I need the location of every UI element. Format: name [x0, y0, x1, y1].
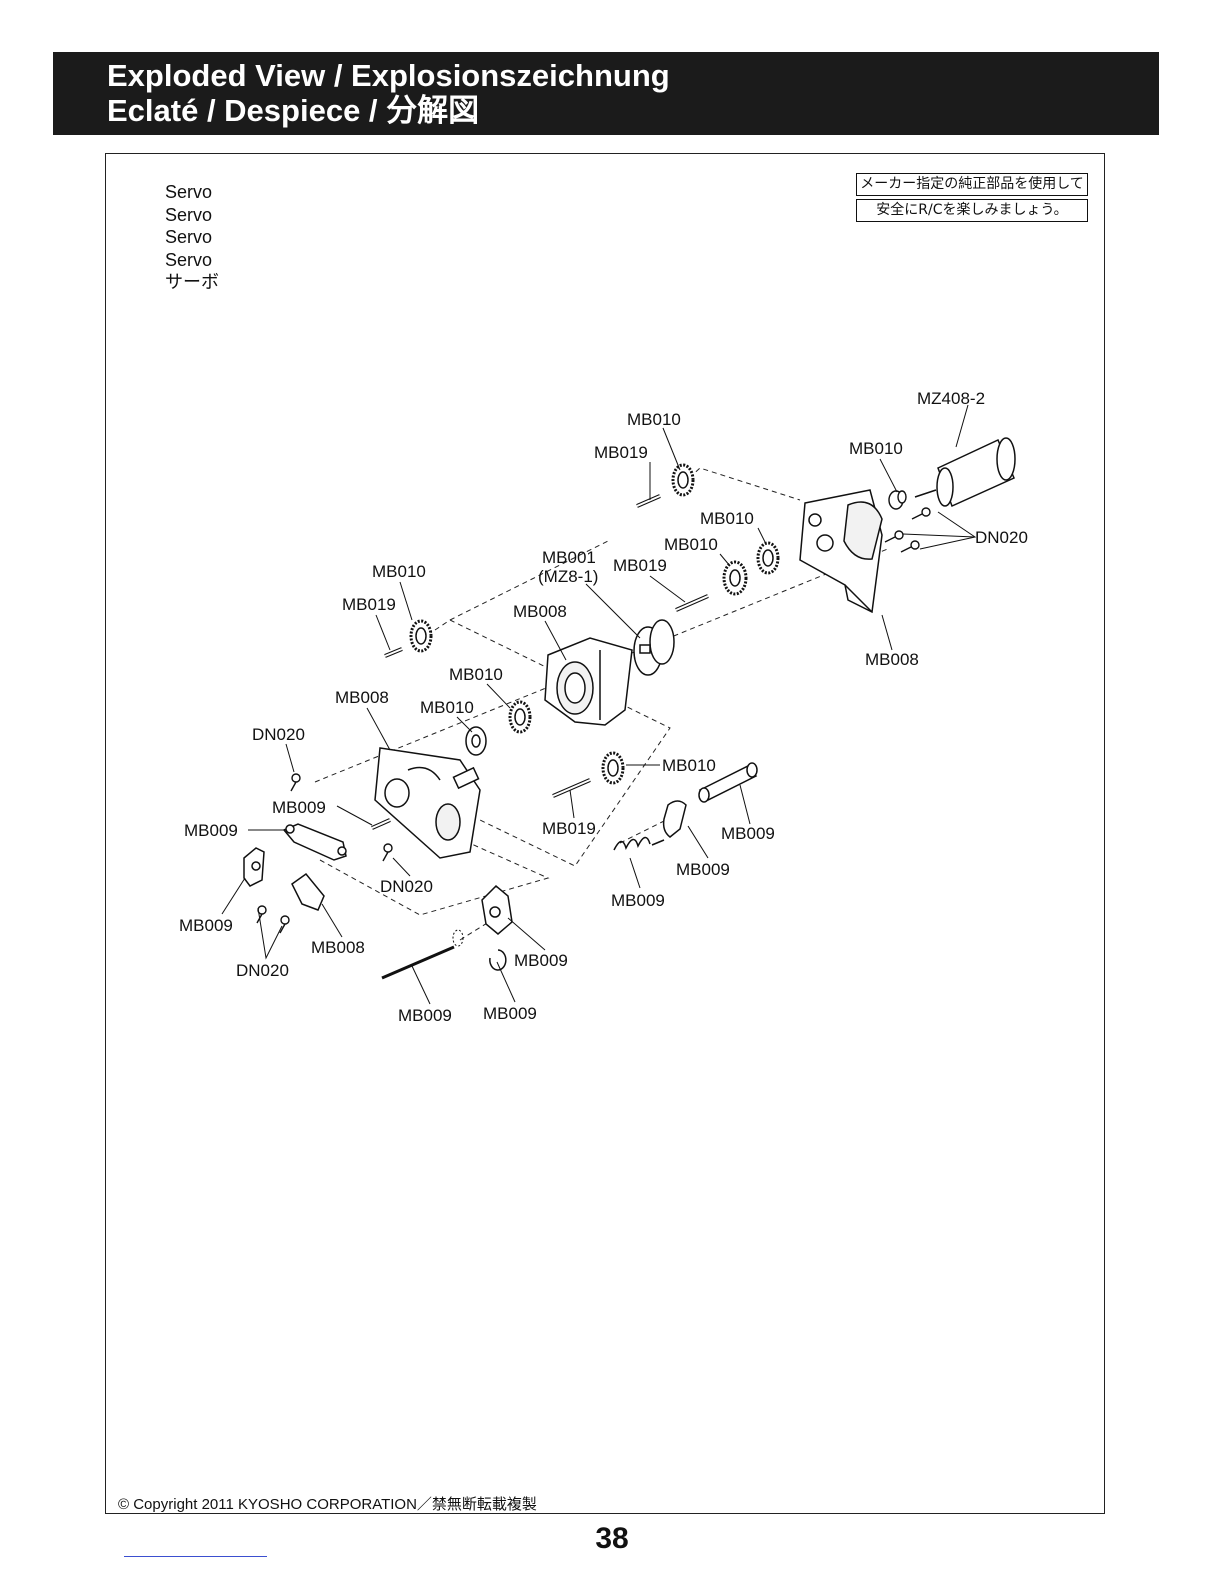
label-mb010-mid1: MB010: [700, 509, 754, 528]
control-arm: [651, 800, 687, 846]
potentiometer: [633, 619, 675, 676]
pin-top-inner: [636, 495, 661, 507]
label-mb010-motor: MB010: [849, 439, 903, 458]
screws-left: [256, 773, 393, 934]
servo-name-en: Servo: [165, 182, 213, 202]
screw-right-1: [911, 507, 931, 520]
guide-lower-box: [319, 829, 550, 916]
gear-top: [671, 463, 695, 497]
label-mz8-1: (MZ8-1): [538, 567, 598, 586]
gear-left: [409, 619, 433, 653]
servo-horn-left: [243, 847, 265, 887]
page-number: 38: [595, 1522, 629, 1555]
leader-lines: [221, 404, 977, 1005]
label-mb008-right: MB008: [865, 650, 919, 669]
gear-mid-2: [722, 560, 748, 596]
label-mb008-bottom: MB008: [311, 938, 365, 957]
motor-mount-plate: [799, 489, 883, 614]
screw-left-4: [279, 915, 290, 934]
notice-line-2: 安全にR/Cを楽しみましょう。: [856, 199, 1088, 222]
header-title-line-2: Eclaté / Despiece / 分解図: [107, 93, 480, 128]
label-mb009-horn: MB009: [179, 916, 233, 935]
servo-name-es: Servo: [165, 249, 213, 270]
label-mb019-top: MB019: [594, 443, 648, 462]
servo-name-de: Servo: [165, 204, 213, 225]
label-mb010-mid2: MB010: [664, 535, 718, 554]
label-mb001: MB001: [542, 548, 596, 567]
spring: [613, 836, 651, 851]
washer: [452, 929, 464, 947]
label-mb010-bearing: MB010: [420, 698, 474, 717]
label-dn020-left: DN020: [252, 725, 305, 744]
label-mb009-link: MB009: [272, 798, 326, 817]
label-mb010-top: MB010: [627, 410, 681, 429]
gear-center: [508, 700, 532, 734]
motor-shaft: [914, 489, 937, 498]
copyright-notice: © Copyright 2011 KYOSHO CORPORATION／禁無断転…: [118, 1496, 537, 1513]
label-mb009-left: MB009: [184, 821, 238, 840]
label-dn020-bottom-left: DN020: [236, 961, 289, 980]
pin-lower-inner: [552, 779, 591, 797]
servo-name-fr: Servo: [165, 227, 213, 248]
label-mb019-mid: MB019: [613, 556, 667, 575]
lower-case: [374, 747, 481, 859]
middle-case: [544, 637, 633, 726]
label-mb009-output: MB009: [514, 951, 568, 970]
label-mb010-lower: MB010: [662, 756, 716, 775]
motor: [914, 437, 1016, 508]
notice-line-1: メーカー指定の純正部品を使用して: [856, 173, 1088, 196]
label-mb009-shaft: MB009: [721, 824, 775, 843]
screw-right-2: [884, 530, 904, 543]
label-mb008-mid: MB008: [513, 602, 567, 621]
label-mb009-clip: MB009: [483, 1004, 537, 1023]
servo-name-list: Servo Servo Servo Servo サーボ: [165, 181, 219, 294]
label-mz408-2: MZ408-2: [917, 389, 985, 408]
gear-mid-1: [756, 541, 780, 575]
link-arm: [282, 823, 347, 861]
footer-rule: [124, 1556, 267, 1557]
screw-left-1: [290, 773, 301, 792]
screw-right-3: [900, 540, 920, 553]
pin-mid-inner: [675, 595, 709, 611]
label-mb010-left: MB010: [372, 562, 426, 581]
motor-end-cap: [996, 437, 1016, 481]
long-pin: [381, 945, 455, 980]
label-dn020-right: DN020: [975, 528, 1028, 547]
screw-left-3: [256, 905, 267, 924]
diagram-frame: [105, 153, 1105, 1514]
genuine-parts-notice: メーカー指定の純正部品を使用して 安全にR/Cを楽しみましょう。: [856, 173, 1088, 222]
pinion-gear: [888, 490, 907, 510]
bearing: [465, 726, 487, 756]
output-shaft: [698, 762, 758, 803]
label-mb010-center: MB010: [449, 665, 503, 684]
label-dn020-bottom: DN020: [380, 877, 433, 896]
label-mb019-left: MB019: [342, 595, 396, 614]
pin-left-inner: [384, 648, 403, 657]
servo-name-ja: サーボ: [165, 272, 219, 293]
motor-front: [936, 467, 954, 507]
guide-case-to-motor: [449, 539, 611, 621]
header-title-line-1: Exploded View / Explosionszeichnung: [107, 58, 670, 93]
screws-right: [884, 507, 931, 553]
label-mb009-pin: MB009: [398, 1006, 452, 1025]
screw-left-2: [382, 843, 393, 862]
label-mb019-lower: MB019: [542, 819, 596, 838]
header-banner: Exploded View / Explosionszeichnung Ecla…: [53, 52, 1159, 135]
output-horn: [481, 884, 513, 935]
bracket: [291, 872, 325, 911]
guide-top-gear: [675, 467, 801, 501]
guide-spring: [619, 817, 671, 844]
e-clip: [489, 949, 507, 971]
gear-lower: [601, 751, 625, 785]
label-mb009-spring: MB009: [611, 891, 665, 910]
label-mb008-left: MB008: [335, 688, 389, 707]
label-mb009-arm: MB009: [676, 860, 730, 879]
guide-case-box: [419, 619, 671, 867]
link-pin-inner: [371, 819, 391, 829]
